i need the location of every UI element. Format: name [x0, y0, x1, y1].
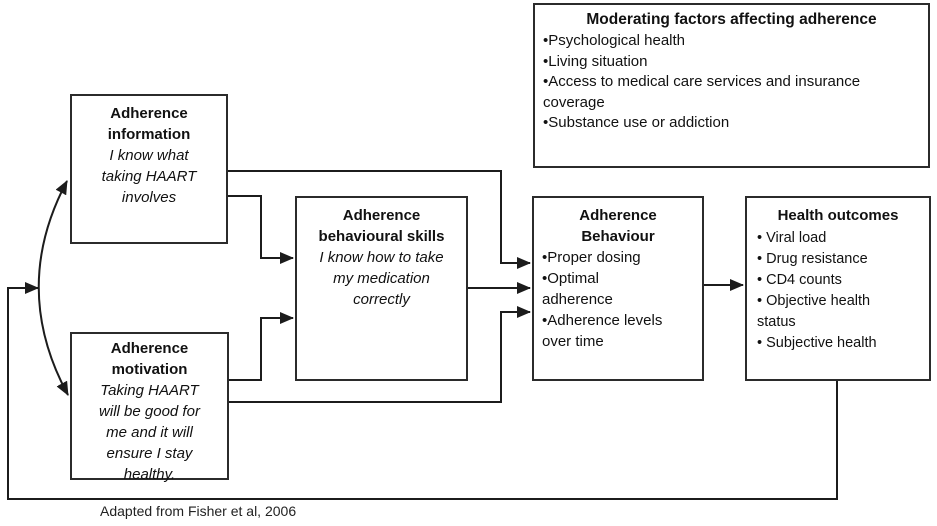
arrow-information-to-skills: [228, 195, 294, 264]
list-item: • Viral load: [757, 230, 827, 246]
adherence-behavioural-skills-quote: I know how to take my medication correct…: [319, 249, 444, 308]
adherence-information-title: Adherence information: [107, 105, 191, 143]
list-item: • Subjective health: [757, 335, 877, 351]
list-item: • Objective health status: [757, 293, 871, 330]
health-outcomes-list: • Viral load • Drug resistance • CD4 cou…: [747, 226, 929, 354]
adherence-behaviour-title: Adherence Behaviour: [579, 207, 657, 245]
source-caption: Adapted from Fisher et al, 2006: [100, 503, 297, 519]
health-outcomes-title: Health outcomes: [777, 207, 899, 224]
list-item: •Substance use or addiction: [543, 114, 730, 131]
moderating-factors-list: •Psychological health •Living situation …: [535, 30, 928, 134]
adherence-motivation-quote: Taking HAART will be good for me and it …: [99, 382, 200, 483]
list-item: •Access to medical care services and ins…: [543, 73, 861, 111]
health-outcomes-box: Health outcomes • Viral load • Drug resi…: [745, 196, 931, 381]
adherence-behaviour-box: Adherence Behaviour •Proper dosing •Opti…: [532, 196, 704, 381]
adherence-information-quote: I know what taking HAART involves: [101, 147, 197, 206]
list-item: •Adherence levels over time: [542, 312, 663, 350]
arrow-motivation-to-skills: [229, 312, 294, 381]
list-item: •Proper dosing: [542, 249, 641, 266]
list-item: •Living situation: [543, 52, 648, 70]
adherence-information-box: Adherence information I know what taking…: [70, 94, 228, 244]
curve-information-motivation-link: [37, 180, 69, 396]
adherence-behaviour-list: •Proper dosing •Optimal adherence •Adher…: [534, 247, 664, 352]
adherence-motivation-box: Adherence motivation Taking HAART will b…: [70, 332, 229, 483]
adherence-behavioural-skills-title: Adherence behavioural skills: [318, 207, 445, 245]
list-item: • Drug resistance: [757, 251, 868, 267]
adherence-behavioural-skills-box: Adherence behavioural skills I know how …: [295, 196, 468, 381]
moderating-factors-box: Moderating factors affecting adherence •…: [533, 3, 930, 168]
list-item: • CD4 counts: [757, 272, 842, 288]
list-item: •Optimal adherence: [542, 270, 613, 308]
list-item: •Psychological health: [543, 32, 686, 49]
adherence-motivation-title: Adherence motivation: [110, 340, 189, 378]
moderating-factors-title: Moderating factors affecting adherence: [586, 11, 877, 28]
